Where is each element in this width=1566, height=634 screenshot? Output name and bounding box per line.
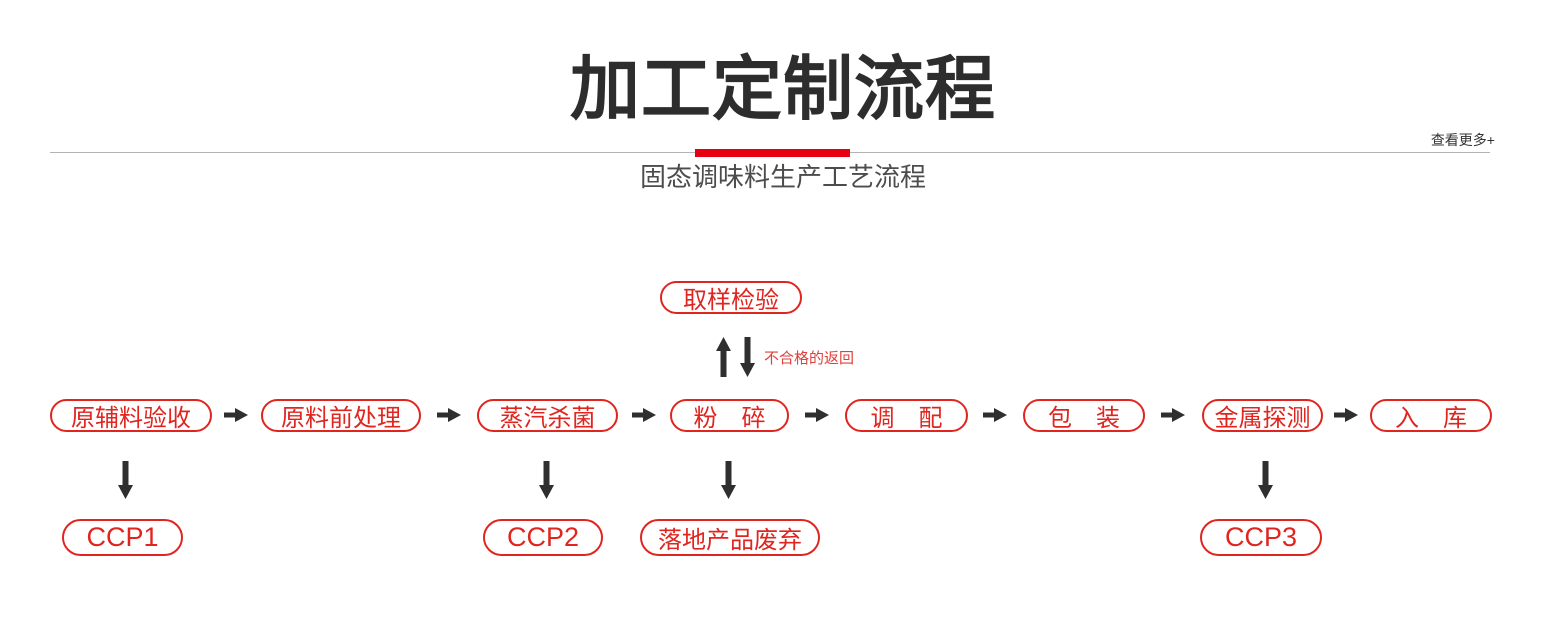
flow-subtitle: 固态调味料生产工艺流程 — [639, 163, 926, 192]
node-ccp2: CCP2 — [483, 519, 603, 556]
arrow-down-icon — [539, 461, 554, 499]
arrow-right-icon — [983, 408, 1007, 422]
arrow-right-icon — [1334, 408, 1358, 422]
page-title: 加工定制流程 — [570, 52, 996, 129]
node-metal-detection: 金属探测 — [1202, 399, 1323, 432]
arrow-down-icon — [1258, 461, 1273, 499]
node-raw-material-acceptance: 原辅料验收 — [50, 399, 212, 432]
view-more-link[interactable]: 查看更多+ — [1430, 132, 1495, 148]
node-floor-product-disposal: 落地产品废弃 — [640, 519, 820, 556]
arrow-down-icon — [118, 461, 133, 499]
node-ccp3: CCP3 — [1200, 519, 1322, 556]
arrow-right-icon — [224, 408, 248, 422]
node-ccp1: CCP1 — [62, 519, 183, 556]
node-packaging: 包 装 — [1023, 399, 1145, 432]
arrow-down-icon — [740, 337, 755, 377]
node-warehousing: 入 库 — [1370, 399, 1492, 432]
node-crushing: 粉 碎 — [670, 399, 789, 432]
node-sampling-inspection: 取样检验 — [660, 281, 802, 314]
arrow-right-icon — [1161, 408, 1185, 422]
arrow-right-icon — [632, 408, 656, 422]
node-steam-sterilization: 蒸汽杀菌 — [477, 399, 618, 432]
title-accent-bar — [695, 149, 850, 157]
arrow-right-icon — [805, 408, 829, 422]
arrow-down-icon — [721, 461, 736, 499]
node-raw-material-pretreatment: 原料前处理 — [261, 399, 421, 432]
node-blending: 调 配 — [845, 399, 968, 432]
arrow-up-icon — [716, 337, 731, 377]
feedback-label: 不合格的返回 — [764, 350, 855, 367]
arrow-right-icon — [437, 408, 461, 422]
